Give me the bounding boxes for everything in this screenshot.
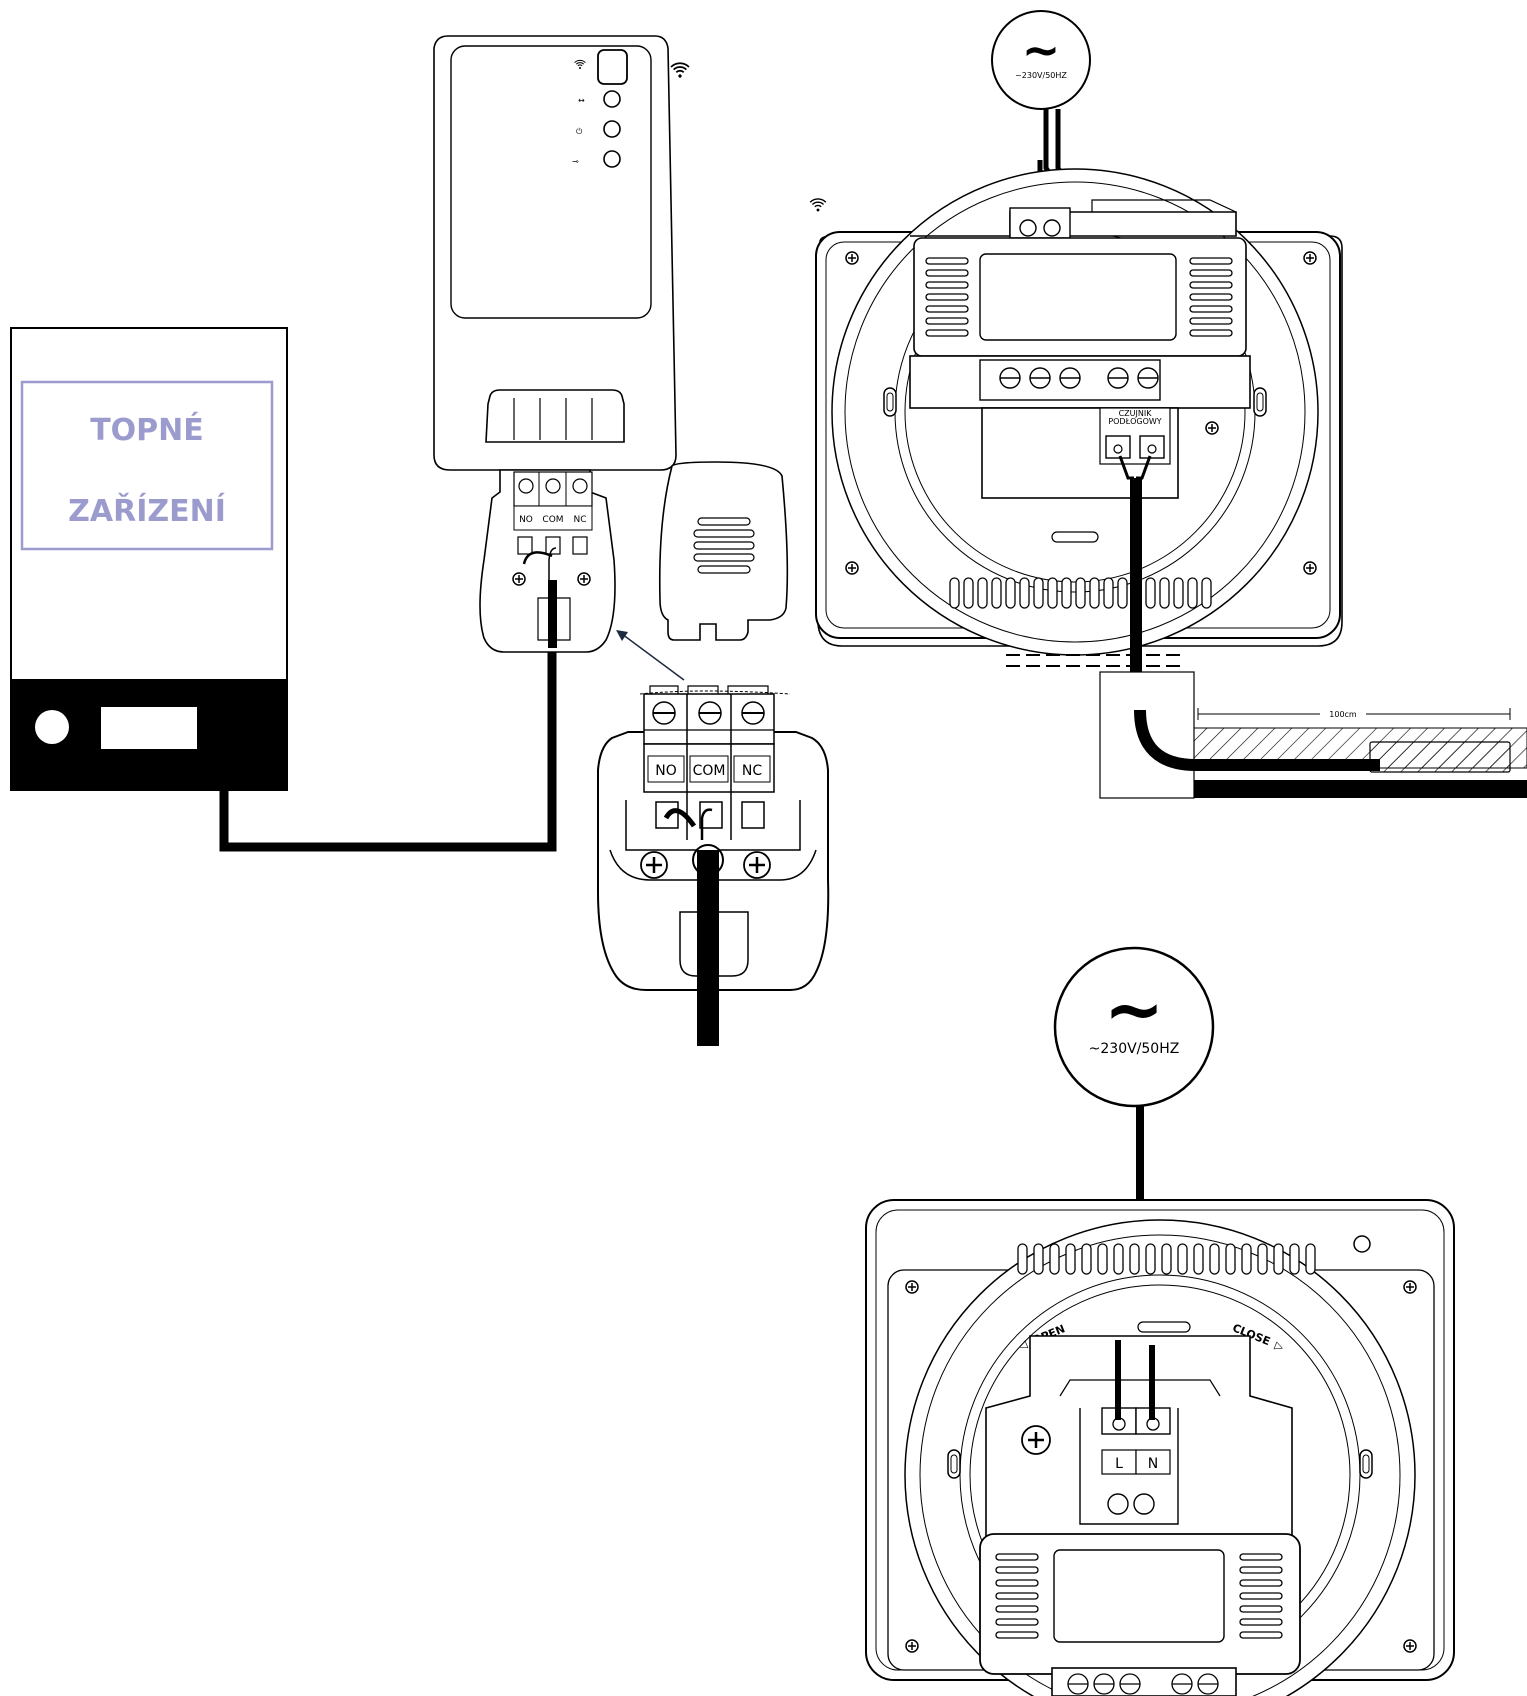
heater-label-line1: TOPNÉ: [90, 412, 204, 448]
sensor-label-line2: PODŁOGOWY: [1108, 417, 1161, 426]
thermostat-front-view: ~ ~230V/50HZ: [808, 10, 1527, 799]
receiver-pair-button[interactable]: [597, 49, 628, 85]
power-symbol-bottom: ~: [1104, 967, 1164, 1051]
receiver-terminal-nc: NC: [573, 515, 586, 525]
heater-display: [101, 707, 197, 749]
power-source-bottom: [1053, 946, 1215, 1108]
zoom-terminal-no: NO: [655, 763, 677, 779]
heater-cable: [219, 579, 557, 852]
svg-text:⏻: ⏻: [576, 127, 583, 136]
receiver-terminal-no: NO: [519, 515, 533, 525]
receiver-terminal-cover: [658, 461, 789, 641]
zoom-terminal-nc: NC: [742, 763, 762, 779]
heater-indicator: [35, 710, 69, 744]
sensor-label-line1: CZUJNIK: [1119, 409, 1153, 418]
receiver-power-led: [603, 120, 621, 138]
thermostat-back-view: ~ ~230V/50HZ: [865, 946, 1455, 1696]
zoom-arrow: [616, 630, 685, 681]
receiver-terminal-com: COM: [542, 515, 563, 525]
wireless-receiver: ↔ ⏻ ⊸ NO COM NC: [433, 35, 692, 653]
power-label-top: ~230V/50HZ: [1015, 71, 1067, 80]
heater-label-line2: ZAŘÍZENÍ: [68, 493, 226, 529]
power-source-top: [991, 10, 1091, 110]
terminal-l-label: L: [1115, 1456, 1123, 1472]
svg-text:⊸: ⊸: [572, 157, 579, 166]
zoom-terminal-com: COM: [693, 763, 726, 779]
receiver-terminal-zoom: NO COM NC: [597, 685, 830, 1046]
receiver-relay-led: [603, 150, 621, 168]
power-symbol-top: ~: [1022, 23, 1061, 77]
wifi-icon: [808, 193, 828, 213]
heating-device: TOPNÉ ZAŘÍZENÍ: [10, 327, 288, 791]
svg-text:↔: ↔: [578, 96, 585, 105]
sensor-length-label: 100cm: [1329, 710, 1357, 719]
wifi-icon: [668, 57, 692, 80]
terminal-n-label: N: [1148, 1456, 1158, 1472]
power-label-bottom: ~230V/50HZ: [1089, 1041, 1180, 1057]
top-vents: [1017, 1243, 1316, 1275]
receiver-link-led: [603, 90, 621, 108]
